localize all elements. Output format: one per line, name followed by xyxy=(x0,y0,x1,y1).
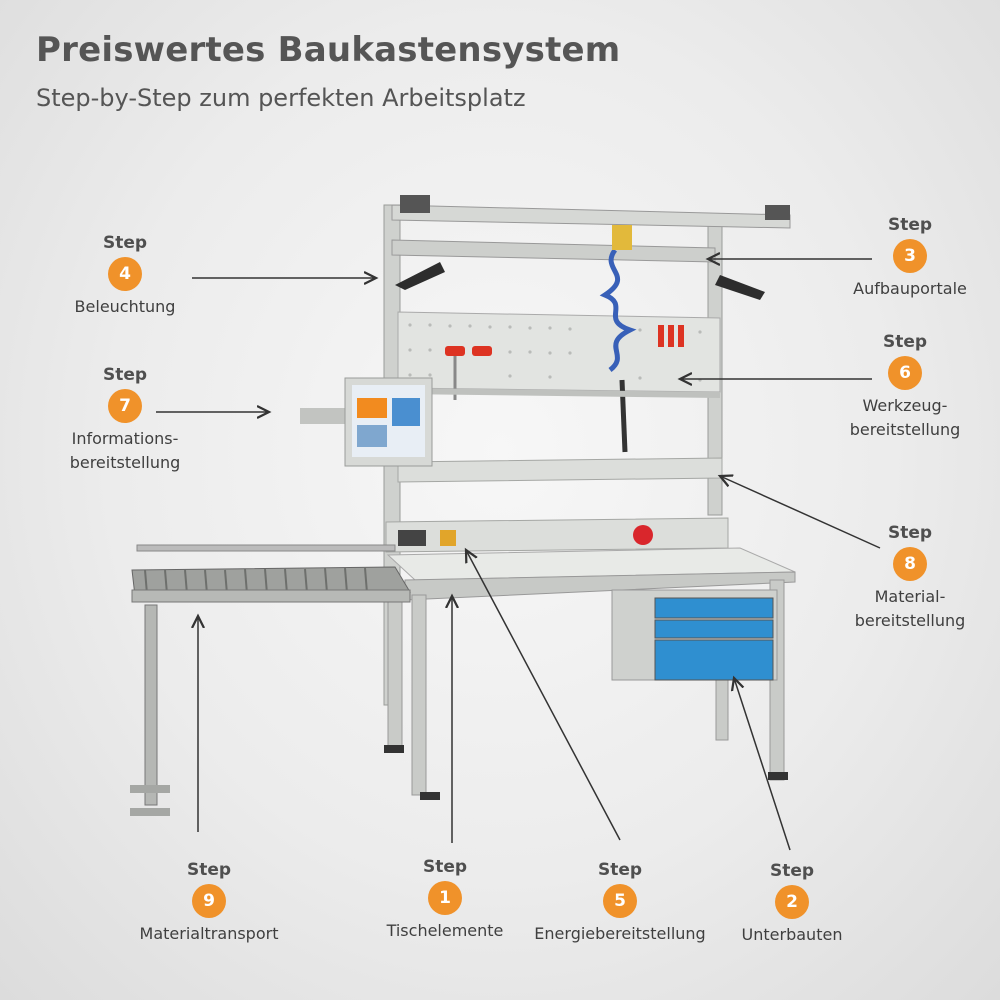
step-number-badge: 9 xyxy=(192,884,226,918)
step-label: Informations- xyxy=(71,429,179,448)
page-subtitle: Step-by-Step zum perfekten Arbeitsplatz xyxy=(36,84,526,112)
step-number-badge: 1 xyxy=(428,881,462,915)
step-number-badge: 7 xyxy=(108,389,142,423)
callout-step-4: Step 4 Beleuchtung xyxy=(60,233,190,319)
callout-step-2: Step 2 Unterbauten xyxy=(730,861,854,947)
callout-step-3: Step 3 Aufbauportale xyxy=(840,215,980,301)
step-number-badge: 6 xyxy=(888,356,922,390)
step-label: bereitstellung xyxy=(854,611,966,630)
pointer-step-2 xyxy=(734,678,791,851)
step-word: Step xyxy=(422,857,468,877)
callout-step-6: Step 6 Werkzeug- bereitstellung xyxy=(835,332,975,442)
step-word: Step xyxy=(882,332,928,352)
callout-step-7: Step 7 Informations- bereitstellung xyxy=(50,365,200,475)
pointer-step-5 xyxy=(466,550,621,841)
step-label: Aufbauportale xyxy=(853,279,967,298)
step-label: Beleuchtung xyxy=(74,297,176,316)
lamp-right-icon xyxy=(715,275,765,300)
step-label: bereitstellung xyxy=(849,420,961,439)
step-label: Unterbauten xyxy=(741,925,843,944)
callout-step-1: Step 1 Tischelemente xyxy=(380,857,510,943)
step-number-badge: 3 xyxy=(893,239,927,273)
step-number-badge: 2 xyxy=(775,885,809,919)
page-title: Preiswertes Baukastensystem xyxy=(36,30,621,70)
step-word: Step xyxy=(186,860,232,880)
step-word: Step xyxy=(597,860,643,880)
step-label: bereitstellung xyxy=(69,453,181,472)
pointer-step-8 xyxy=(720,476,881,549)
callout-step-9: Step 9 Materialtransport xyxy=(134,860,284,946)
lamp-left-icon xyxy=(395,262,445,290)
step-number-badge: 4 xyxy=(108,257,142,291)
step-label: Materialtransport xyxy=(139,924,279,943)
step-word: Step xyxy=(769,861,815,881)
step-number-badge: 5 xyxy=(603,884,637,918)
step-word: Step xyxy=(102,365,148,385)
step-word: Step xyxy=(887,215,933,235)
step-number-badge: 8 xyxy=(893,547,927,581)
step-label: Energiebereitstellung xyxy=(534,924,706,943)
step-label: Werkzeug- xyxy=(862,396,948,415)
step-label: Tischelemente xyxy=(386,921,504,940)
callout-step-5: Step 5 Energiebereitstellung xyxy=(530,860,710,946)
step-word: Step xyxy=(887,523,933,543)
callout-step-8: Step 8 Material- bereitstellung xyxy=(840,523,980,633)
step-word: Step xyxy=(102,233,148,253)
step-label: Material- xyxy=(874,587,946,606)
